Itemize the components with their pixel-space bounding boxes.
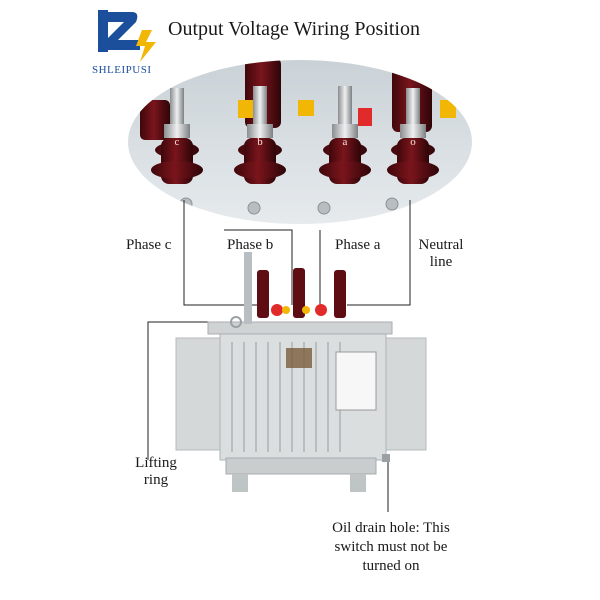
label-oil-drain-hole: Oil drain hole: This switch must not be … [316, 519, 466, 576]
bushing-letter-o: o [410, 136, 416, 148]
label-neutral-line: Neutral line [410, 237, 472, 271]
label-lifting-ring: Lifting ring [128, 455, 184, 489]
bushing-b [234, 86, 286, 184]
label-oil-drain-1: Oil drain hole: This [332, 520, 450, 536]
label-neutral-line-1: Neutral [418, 237, 464, 253]
label-lifting-ring-1: Lifting [135, 455, 177, 471]
bushing-a [319, 86, 371, 184]
brand-name: SHLEIPUSI [92, 64, 152, 76]
label-lifting-ring-2: ring [143, 472, 169, 488]
label-oil-drain-3: turned on [362, 558, 420, 574]
label-neutral-line-2: line [429, 254, 453, 270]
bushing-o [387, 88, 439, 184]
bushing-letter-c: c [175, 136, 180, 148]
bushing-letter-b: b [257, 136, 263, 148]
transformer-illustration [175, 252, 427, 492]
bushing-letter-a: a [343, 136, 348, 148]
label-phase-b: Phase b [227, 237, 274, 253]
label-oil-drain-2: switch must not be [334, 539, 448, 555]
label-phase-a: Phase a [335, 237, 381, 253]
wiring-leader-lines [147, 200, 411, 512]
label-phase-c: Phase c [126, 237, 172, 253]
brand-logo [98, 10, 156, 62]
bushing-c [151, 88, 203, 184]
page-title: Output Voltage Wiring Position [168, 18, 420, 40]
